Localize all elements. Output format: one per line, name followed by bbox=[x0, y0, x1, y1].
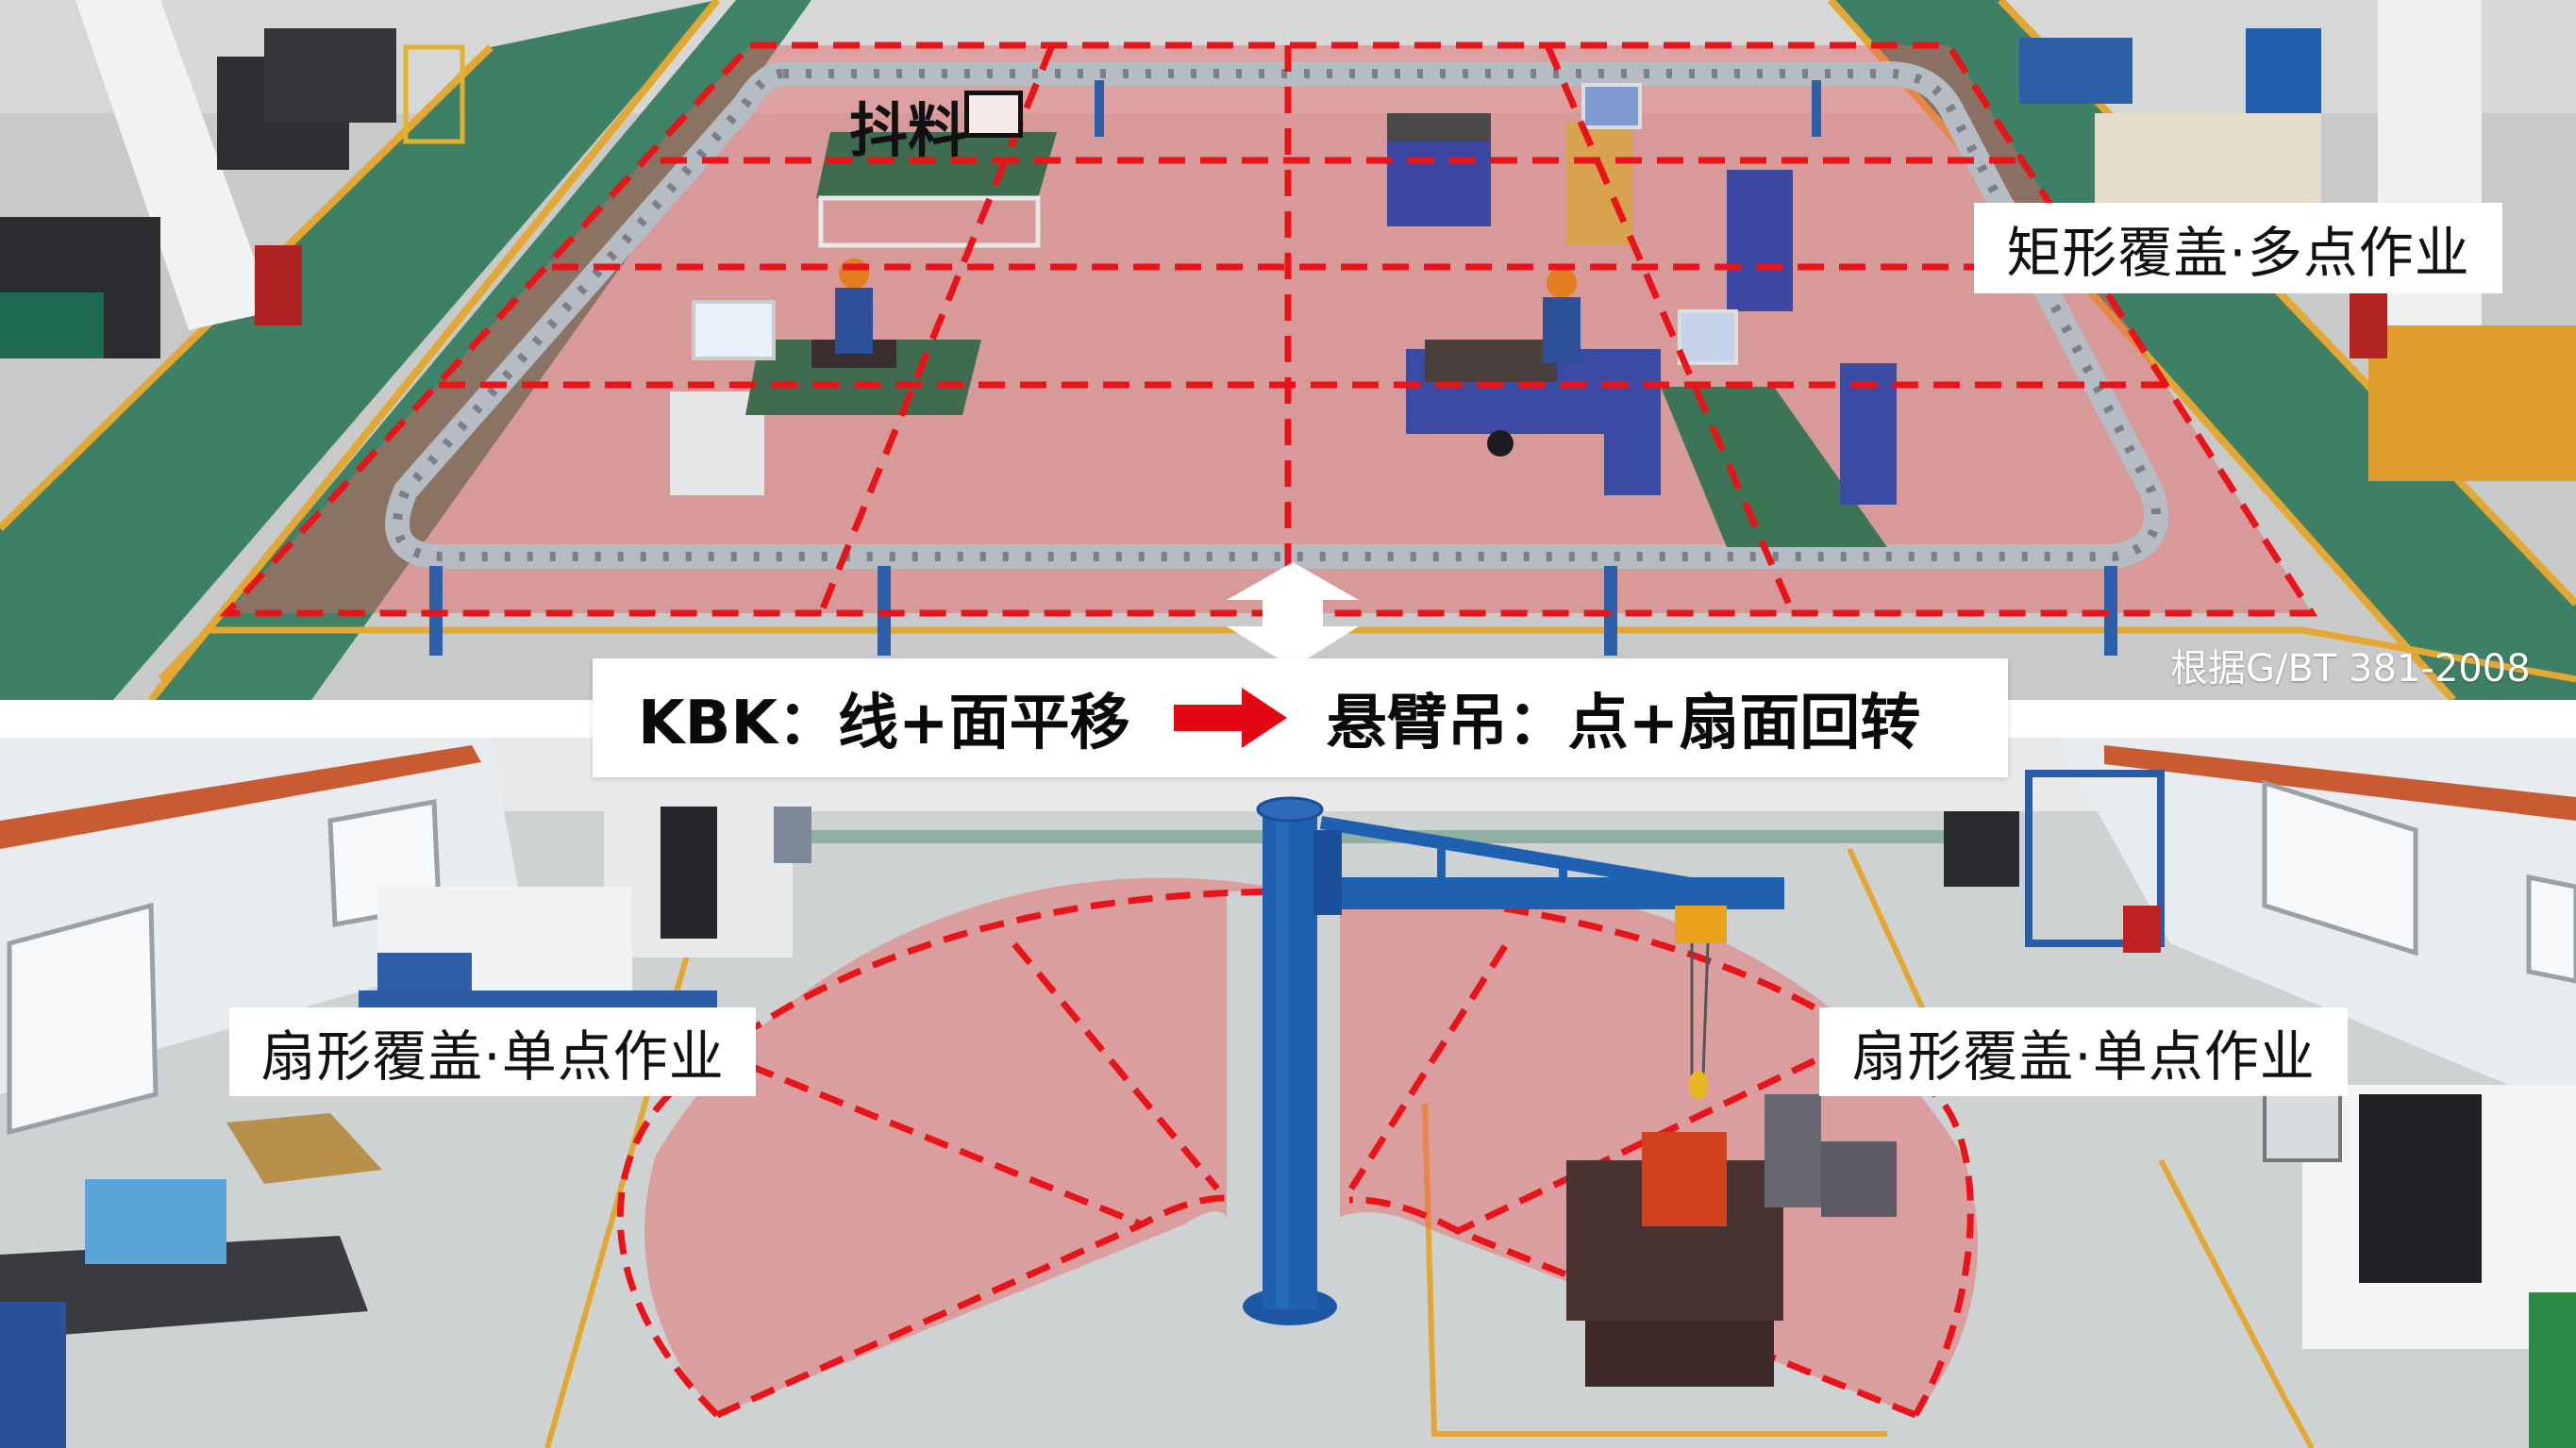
kbk-scene-panel: 抖料 矩形覆盖·多点作业 根据G/BT 381-2008 bbox=[0, 0, 2576, 700]
kbk-workshop-scene bbox=[0, 0, 2576, 700]
standard-reference-note: 根据G/BT 381-2008 bbox=[2170, 647, 2531, 691]
fan-coverage-label-right: 扇形覆盖·单点作业 bbox=[1819, 1007, 2348, 1096]
comparison-caption: KBK：线+面平移 悬臂吊：点+扇面回转 bbox=[593, 658, 2008, 777]
double-arrow-icon bbox=[1227, 562, 1359, 668]
station-sign-frame bbox=[964, 91, 1023, 138]
rect-coverage-label: 矩形覆盖·多点作业 bbox=[1974, 203, 2502, 293]
jib-crane-caption-text: 悬臂吊：点+扇面回转 bbox=[1326, 689, 1921, 758]
station-sign-text: 抖料 bbox=[849, 96, 967, 165]
jib-crane-scene-panel: 扇形覆盖·单点作业 扇形覆盖·单点作业 bbox=[0, 738, 2576, 1448]
arrow-right-icon bbox=[1173, 688, 1287, 748]
fan-coverage-label-left: 扇形覆盖·单点作业 bbox=[229, 1007, 756, 1096]
jib-crane bbox=[1243, 796, 1784, 1325]
kbk-caption-text: KBK：线+面平移 bbox=[638, 689, 1130, 758]
